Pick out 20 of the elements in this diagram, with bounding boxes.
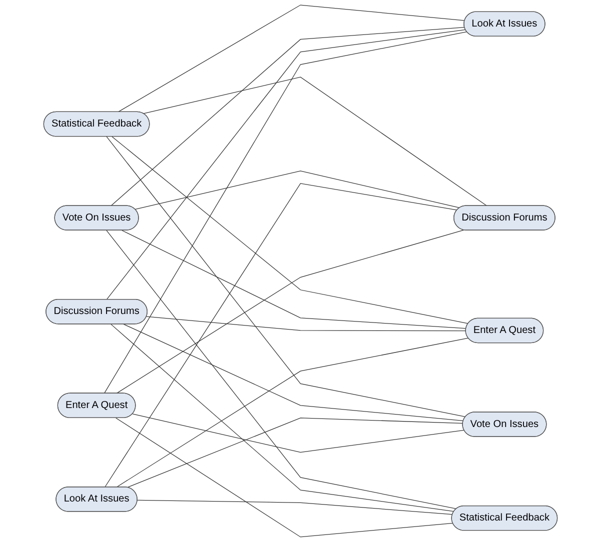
connector [116,230,464,394]
connector [126,418,464,488]
connector [106,29,466,300]
connector [112,136,469,324]
connector [116,418,454,538]
connector [110,26,465,206]
connector [104,183,458,488]
connector [118,4,466,112]
connector [122,230,466,329]
connector [146,316,466,332]
connector [106,230,457,510]
connector [106,136,466,418]
connector [123,324,464,422]
connector [110,324,454,512]
connector [134,170,460,210]
connector [116,338,469,488]
connector [104,31,468,394]
connector [137,500,453,515]
connector [143,76,488,206]
connector [132,414,464,453]
